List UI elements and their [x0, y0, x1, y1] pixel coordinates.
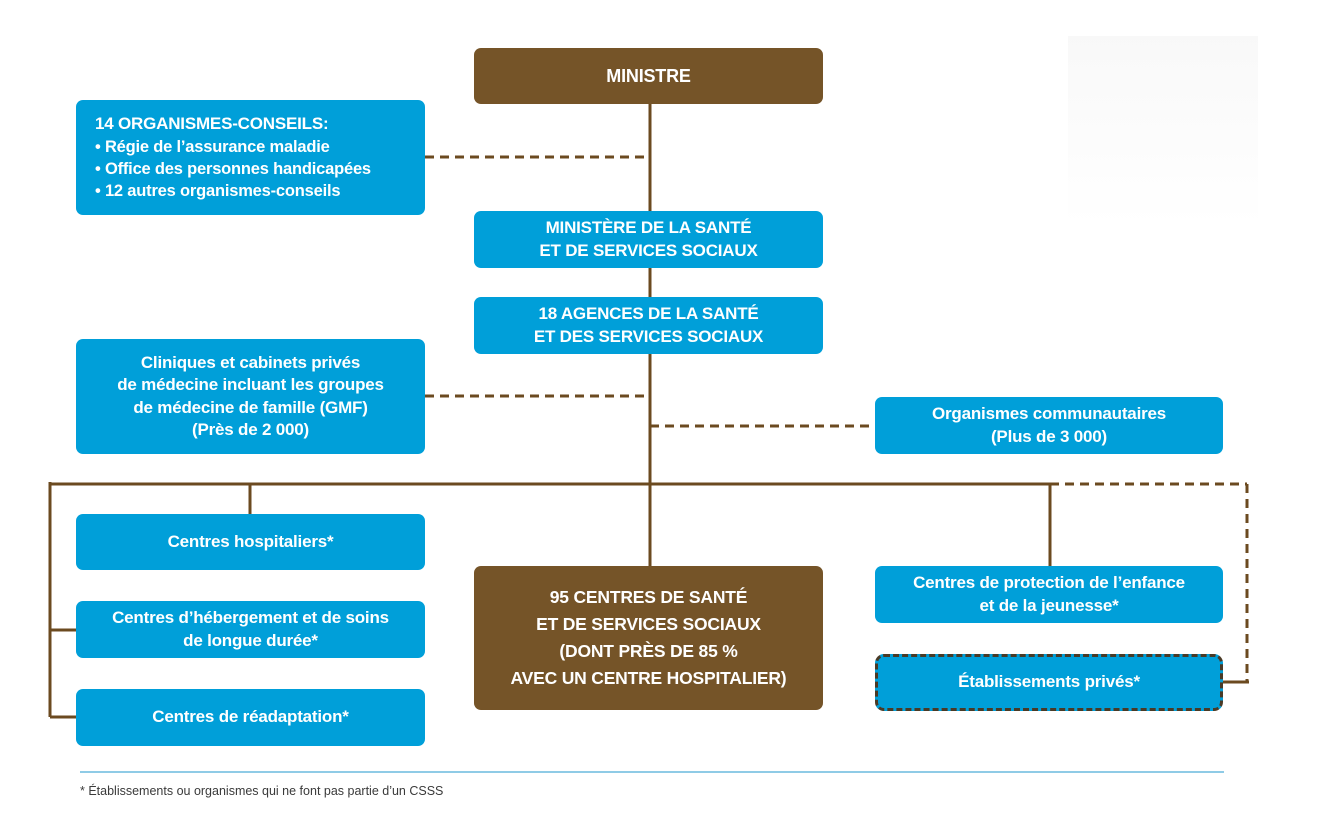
minister-box: MINISTRE	[474, 48, 823, 104]
etablissements-prives-box: Établissements privés*	[875, 654, 1223, 711]
readaptation-label: Centres de réadaptation*	[152, 707, 349, 727]
ministere-label-line1: MINISTÈRE DE LA SANTÉ	[545, 218, 752, 237]
protection-jeunesse-label-line2: et de la jeunesse*	[979, 595, 1119, 615]
agences-label-line2: ET DES SERVICES SOCIAUX	[533, 326, 764, 346]
communautaires-label-line2: (Plus de 3 000)	[990, 426, 1108, 446]
cliniques-label-line3: de médecine de famille (GMF)	[133, 397, 368, 417]
chsld-label-line1: Centres d’hébergement et de soins	[112, 608, 389, 627]
ministere-label-line2: ET DE SERVICES SOCIAUX	[539, 240, 758, 260]
background-fade	[1068, 36, 1258, 226]
communautaires-box: Organismes communautaires (Plus de 3 000…	[875, 397, 1223, 454]
agences-box: 18 AGENCES DE LA SANTÉ ET DES SERVICES S…	[474, 297, 823, 354]
chsld-box: Centres d’hébergement et de soins de lon…	[76, 601, 425, 658]
footnote: * Établissements ou organismes qui ne fo…	[80, 784, 444, 798]
csss-label-line1: 95 CENTRES DE SANTÉ	[549, 587, 748, 607]
centres-hospitaliers-label: Centres hospitaliers*	[167, 531, 334, 551]
protection-jeunesse-box: Centres de protection de l’enfance et de…	[875, 566, 1223, 623]
cliniques-label-line2: de médecine incluant les groupes	[117, 375, 384, 394]
readaptation-box: Centres de réadaptation*	[76, 689, 425, 746]
ministere-box: MINISTÈRE DE LA SANTÉ ET DE SERVICES SOC…	[474, 211, 823, 268]
csss-label-line3: (DONT PRÈS DE 85 %	[559, 641, 738, 661]
communautaires-label-line1: Organismes communautaires	[931, 404, 1167, 423]
chsld-label-line2: de longue durée*	[183, 630, 318, 650]
minister-label: MINISTRE	[606, 65, 691, 86]
organismes-conseils-heading: 14 ORGANISMES-CONSEILS:	[95, 114, 329, 133]
centres-hospitaliers-box: Centres hospitaliers*	[76, 514, 425, 570]
csss-box: 95 CENTRES DE SANTÉ ET DE SERVICES SOCIA…	[474, 566, 823, 710]
organismes-conseils-box: 14 ORGANISMES-CONSEILS: • Régie de l’ass…	[76, 100, 425, 215]
organismes-conseils-item: • Régie de l’assurance maladie	[95, 138, 330, 156]
csss-label-line4: AVEC UN CENTRE HOSPITALIER)	[510, 668, 787, 688]
csss-label-line2: ET DE SERVICES SOCIAUX	[536, 614, 761, 634]
footnote-divider	[80, 771, 1224, 773]
agences-label-line1: 18 AGENCES DE LA SANTÉ	[538, 304, 759, 323]
etablissements-prives-label: Établissements privés*	[958, 672, 1140, 692]
organismes-conseils-item: • Office des personnes handicapées	[95, 160, 371, 178]
cliniques-label-line4: (Près de 2 000)	[191, 420, 309, 439]
cliniques-label-line1: Cliniques et cabinets privés	[140, 352, 361, 372]
organismes-conseils-item: • 12 autres organismes-conseils	[95, 182, 341, 200]
protection-jeunesse-label-line1: Centres de protection de l’enfance	[913, 573, 1185, 592]
cliniques-box: Cliniques et cabinets privés de médecine…	[76, 339, 425, 454]
